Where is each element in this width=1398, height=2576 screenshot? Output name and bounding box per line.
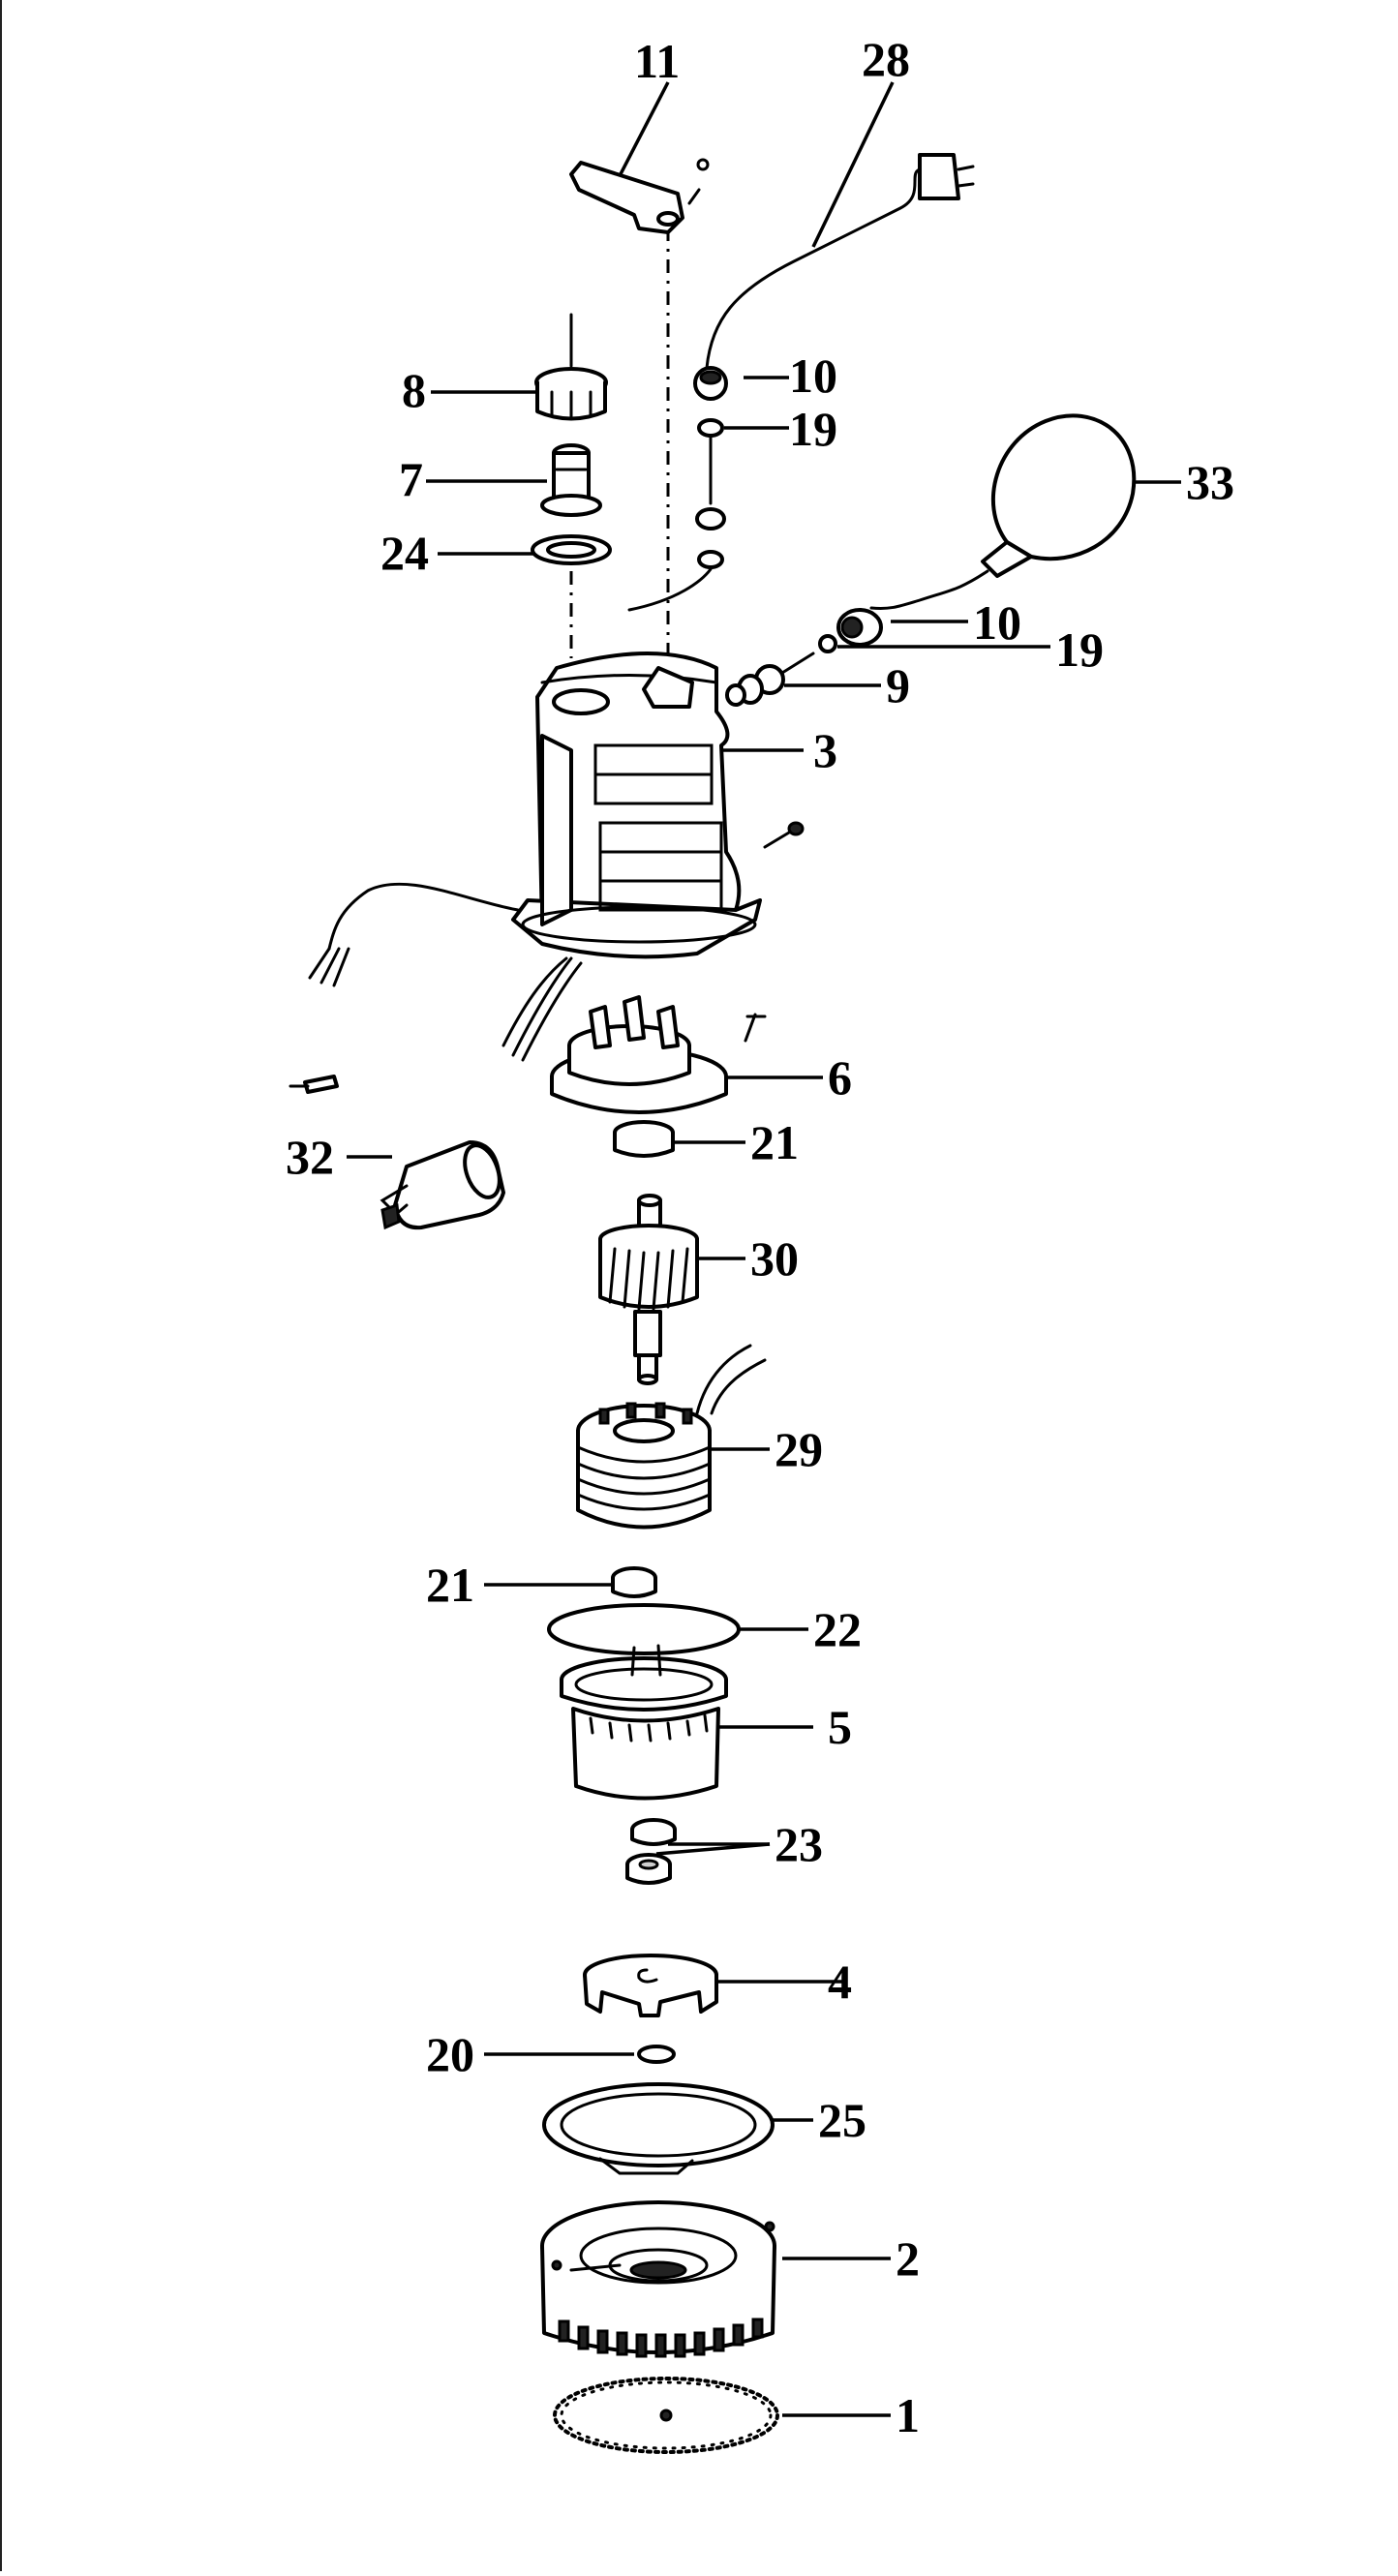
part-22-seal-ring [547,1603,741,1655]
inlet-slots [558,2318,764,2358]
part-9-cable-entry [725,652,815,707]
callout-5: 5 [828,1700,852,1754]
callout-7: 7 [399,452,423,506]
part-25-gasket [542,2082,775,2175]
part-10-cable-gland-upper [693,366,728,401]
callout-1: 1 [896,2388,920,2442]
part-11-bracket [569,158,710,234]
callout-4: 4 [828,1955,852,2009]
part-20-circlip [637,2045,676,2064]
callout-8: 8 [402,363,426,417]
callout-3: 3 [813,723,837,777]
leader-lines [347,81,1181,2417]
part-5-oil-chamber [560,1644,728,1801]
motor-lead-wires [289,882,583,1094]
callout-labels: 11 28 8 10 19 7 33 24 10 19 9 3 6 21 32 … [286,32,1234,2442]
part-30-rotor [598,1194,699,1385]
callout-20: 20 [426,2027,474,2081]
part-2-pump-housing [540,2200,776,2358]
callout-22: 22 [813,1602,862,1656]
callout-19-lower: 19 [1055,622,1104,677]
part-23-mechanical-seal [625,1818,677,1885]
callout-33: 33 [1186,455,1234,509]
callout-29: 29 [775,1422,823,1476]
part-10-cable-gland-lower [836,608,883,647]
part-7-bushing [540,443,602,517]
callout-19-upper: 19 [789,402,837,456]
callout-21-lower: 21 [426,1558,474,1612]
callout-10-lower: 10 [973,595,1021,650]
part-6-bearing-flange [550,995,767,1114]
callout-28: 28 [862,32,910,86]
part-21-bearing-upper [613,1120,675,1158]
callout-11: 11 [634,34,680,88]
part-8-top-nut [534,313,608,421]
callout-24: 24 [380,526,429,580]
part-21-bearing-lower [611,1566,657,1598]
callout-9: 9 [886,658,910,712]
part-19-oring-lower [818,634,837,653]
callout-10-upper: 10 [789,349,837,403]
part-32-capacitor [380,1140,505,1230]
part-3-motor-housing [511,652,805,959]
page-left-border [0,0,2,2571]
part-19-oring-upper [627,418,726,612]
callout-2: 2 [896,2231,920,2286]
callout-6: 6 [828,1050,852,1105]
part-24-washer [531,534,612,565]
callout-32: 32 [286,1130,334,1184]
callout-25: 25 [818,2093,866,2147]
callout-23: 23 [775,1817,823,1871]
callout-30: 30 [750,1231,799,1286]
part-29-stator [576,1344,767,1530]
part-28-power-cable [705,153,975,370]
callout-21-upper: 21 [750,1115,799,1169]
part-1-strainer-plate [553,2377,779,2454]
part-33-float-switch [869,413,1137,610]
part-4-impeller [583,1954,718,2017]
